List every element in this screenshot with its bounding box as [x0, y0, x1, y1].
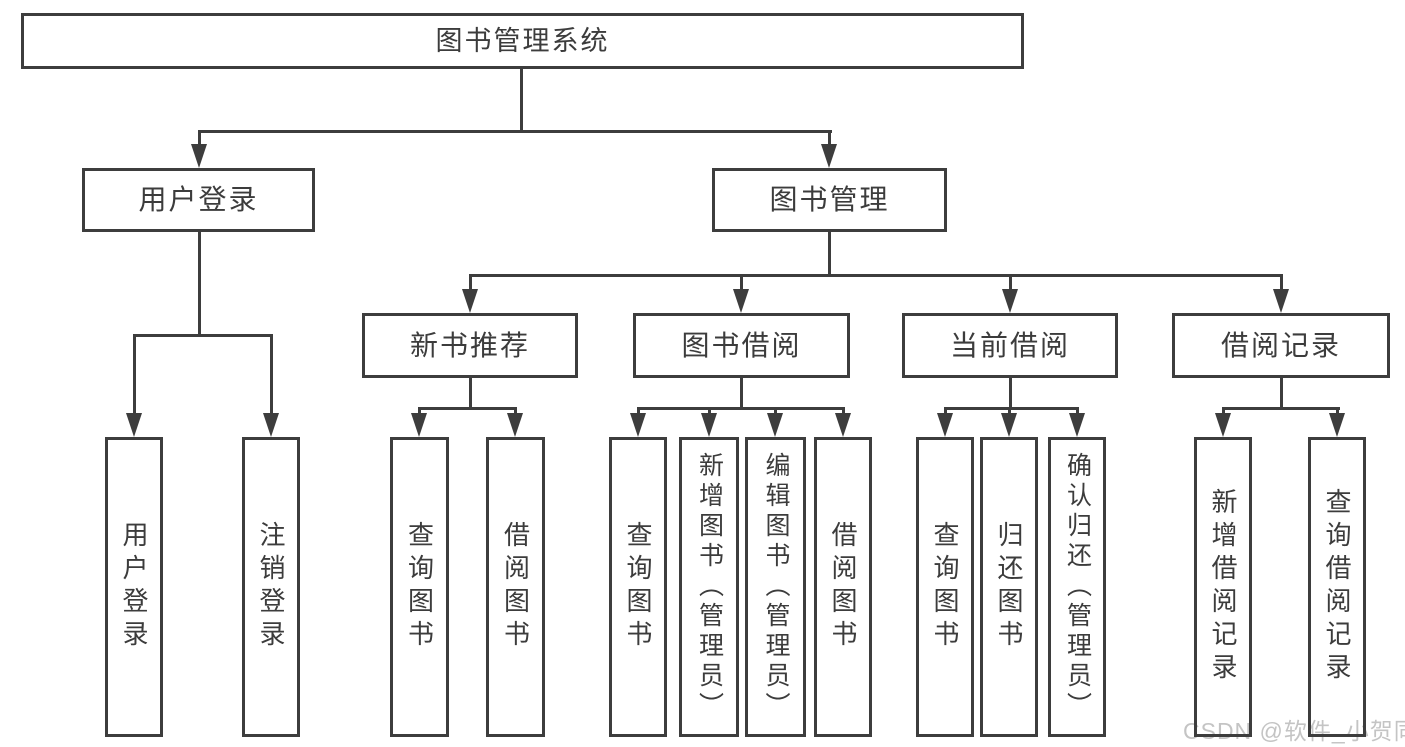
connector-line — [828, 130, 831, 146]
leaf-user-login: 用户登录 — [105, 437, 163, 737]
connector-line — [1280, 274, 1283, 291]
arrowhead-down-icon — [1215, 413, 1231, 437]
leaf-borrow-books-recommend: 借阅图书 — [486, 437, 545, 737]
connector-line — [1076, 407, 1079, 415]
leaf-query-books-borrow-label: 查询图书 — [623, 521, 653, 653]
arrowhead-down-icon — [701, 413, 717, 437]
connector-line — [469, 378, 472, 410]
connector-line — [740, 378, 743, 410]
arrowhead-down-icon — [462, 289, 478, 313]
connector-line — [774, 407, 777, 415]
connector-line — [418, 407, 517, 410]
arrowhead-down-icon — [1069, 413, 1085, 437]
leaf-user-login-label: 用户登录 — [119, 521, 149, 653]
node-current-borrow: 当前借阅 — [902, 313, 1118, 378]
leaf-query-books-current-label: 查询图书 — [930, 521, 960, 653]
connector-line — [469, 274, 472, 291]
arrowhead-down-icon — [191, 144, 207, 168]
leaf-query-books-recommend-label: 查询图书 — [404, 521, 435, 653]
leaf-add-borrow-record-label: 新增借阅记录 — [1208, 488, 1238, 686]
leaf-confirm-return-admin-label: 确认归还（管理员） — [1063, 452, 1092, 722]
connector-line — [514, 407, 517, 415]
leaf-add-book-admin-label: 新增图书（管理员） — [695, 452, 724, 722]
node-root-label: 图书管理系统 — [435, 25, 610, 56]
arrowhead-down-icon — [630, 413, 646, 437]
node-user-login-label: 用户登录 — [138, 184, 259, 215]
leaf-logout-label: 注销登录 — [256, 521, 286, 653]
node-book-borrow: 图书借阅 — [633, 313, 850, 378]
connector-line — [1222, 407, 1225, 415]
leaf-edit-book-admin-label: 编辑图书（管理员） — [762, 452, 790, 722]
connector-line — [270, 334, 273, 415]
connector-line — [1009, 274, 1012, 291]
node-root-system: 图书管理系统 — [21, 13, 1024, 69]
arrowhead-down-icon — [1273, 289, 1289, 313]
leaf-return-book-label: 归还图书 — [994, 521, 1024, 653]
arrowhead-down-icon — [411, 413, 427, 437]
node-book-management: 图书管理 — [712, 168, 947, 232]
node-borrow-records-label: 借阅记录 — [1220, 329, 1341, 361]
arrowhead-down-icon — [507, 413, 523, 437]
connector-line — [198, 232, 201, 337]
connector-line — [1222, 407, 1340, 410]
connector-line — [198, 130, 832, 133]
connector-line — [828, 232, 831, 277]
connector-line — [133, 334, 136, 415]
node-book-management-label: 图书管理 — [769, 184, 890, 215]
node-new-book-recommend: 新书推荐 — [362, 313, 578, 378]
leaf-query-books-recommend: 查询图书 — [390, 437, 449, 737]
node-current-borrow-label: 当前借阅 — [949, 329, 1070, 361]
connector-line — [520, 69, 523, 133]
connector-line — [1336, 407, 1339, 415]
leaf-query-borrow-record-label: 查询借阅记录 — [1322, 488, 1352, 686]
arrowhead-down-icon — [835, 413, 851, 437]
connector-line — [1009, 378, 1012, 410]
arrowhead-down-icon — [126, 413, 142, 437]
connector-line — [418, 407, 421, 415]
arrowhead-down-icon — [1329, 413, 1345, 437]
csdn-watermark: CSDN @软件_小贺同学 — [1183, 718, 1405, 744]
node-book-borrow-label: 图书借阅 — [681, 329, 802, 361]
leaf-edit-book-admin: 编辑图书（管理员） — [745, 437, 806, 737]
arrowhead-down-icon — [767, 413, 783, 437]
leaf-add-borrow-record: 新增借阅记录 — [1194, 437, 1252, 737]
leaf-query-books-current: 查询图书 — [916, 437, 974, 737]
leaf-borrow-books-label: 借阅图书 — [828, 521, 858, 653]
node-borrow-records: 借阅记录 — [1172, 313, 1390, 378]
connector-line — [1280, 378, 1283, 410]
arrowhead-down-icon — [263, 413, 279, 437]
connector-line — [133, 334, 273, 337]
node-new-book-recommend-label: 新书推荐 — [409, 329, 530, 361]
arrowhead-down-icon — [821, 144, 837, 168]
arrowhead-down-icon — [937, 413, 953, 437]
connector-line — [637, 407, 640, 415]
node-user-login: 用户登录 — [82, 168, 315, 232]
leaf-query-books-borrow: 查询图书 — [609, 437, 667, 737]
connector-line — [1008, 407, 1011, 415]
leaf-confirm-return-admin: 确认归还（管理员） — [1048, 437, 1106, 737]
leaf-add-book-admin: 新增图书（管理员） — [679, 437, 739, 737]
leaf-borrow-books: 借阅图书 — [814, 437, 872, 737]
connector-line — [944, 407, 1079, 410]
leaf-logout: 注销登录 — [242, 437, 300, 737]
connector-line — [469, 274, 1283, 277]
connector-line — [198, 130, 201, 146]
leaf-query-borrow-record: 查询借阅记录 — [1308, 437, 1366, 737]
leaf-return-book: 归还图书 — [980, 437, 1038, 737]
connector-line — [842, 407, 845, 415]
connector-line — [708, 407, 711, 415]
connector-line — [740, 274, 743, 291]
connector-line — [637, 407, 845, 410]
connector-line — [944, 407, 947, 415]
leaf-borrow-books-recommend-label: 借阅图书 — [500, 521, 531, 653]
arrowhead-down-icon — [1001, 413, 1017, 437]
arrowhead-down-icon — [1002, 289, 1018, 313]
arrowhead-down-icon — [733, 289, 749, 313]
